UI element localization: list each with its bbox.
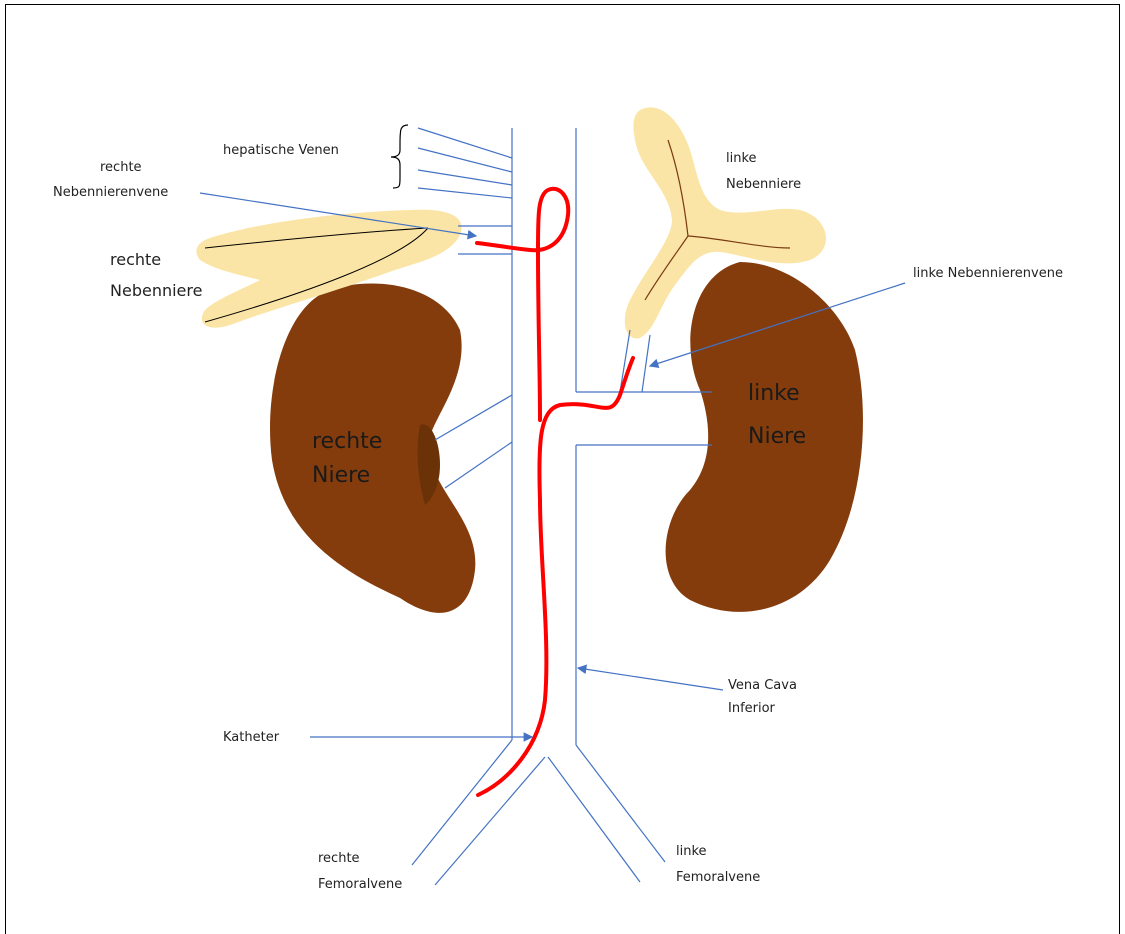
hepatic-vein-4 [418, 188, 512, 198]
label-right-adrenal-vein-2: Nebennierenvene [53, 185, 168, 200]
label-right-adrenal-1: rechte [110, 250, 161, 269]
label-left-femoral-2: Femoralvene [676, 870, 760, 885]
label-ivc-2: Inferior [728, 701, 776, 716]
right-renal-vein-upper [435, 395, 512, 440]
label-right-kidney-1: rechte [312, 429, 382, 454]
label-left-kidney-1: linke [748, 381, 800, 406]
label-left-adrenal-vein: linke Nebennierenvene [913, 266, 1063, 281]
catheter [477, 189, 633, 795]
label-left-femoral-1: linke [676, 844, 707, 859]
ivc-leader [578, 668, 723, 690]
hepatic-vein-1 [418, 128, 512, 158]
label-left-adrenal-2: Nebenniere [726, 177, 801, 192]
right-femoral-vein-outer [412, 740, 512, 865]
hepatic-vein-2 [418, 148, 512, 172]
hepatic-veins-brace [391, 125, 408, 188]
left-femoral-vein-outer [576, 745, 665, 862]
label-right-adrenal-2: Nebenniere [110, 281, 202, 300]
label-right-kidney-2: Niere [312, 463, 370, 488]
hepatic-vein-3 [418, 170, 512, 185]
right-femoral-vein-inner [435, 757, 545, 885]
right-renal-vein-lower [445, 442, 512, 488]
label-right-femoral-2: Femoralvene [318, 877, 402, 892]
label-hepatic-veins: hepatische Venen [223, 143, 339, 158]
label-right-femoral-1: rechte [318, 851, 360, 866]
label-left-adrenal-1: linke [726, 151, 757, 166]
left-femoral-vein-inner [548, 757, 640, 882]
label-catheter: Katheter [223, 730, 280, 745]
label-right-adrenal-vein-1: rechte [100, 160, 142, 175]
label-ivc-1: Vena Cava [728, 678, 797, 693]
left-adrenal-vein-wall-2 [642, 335, 650, 392]
label-left-kidney-2: Niere [748, 424, 806, 449]
